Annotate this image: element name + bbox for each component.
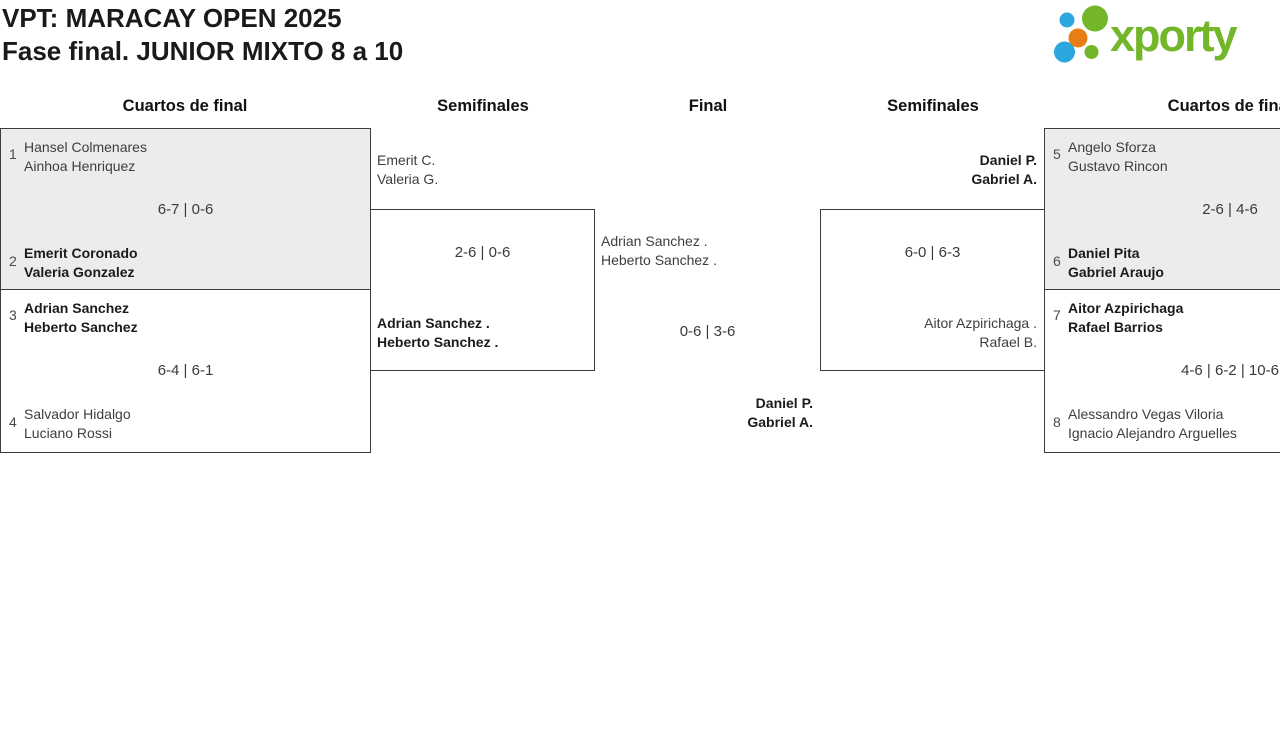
logo-dot-green-large <box>1082 5 1108 32</box>
team-name-pair: Angelo Sforza Gustavo Rincon <box>1068 138 1168 176</box>
seed-number: 2 <box>9 253 17 269</box>
match-box-sf2: 6-0 | 6-3 Aitor Azpirichaga . Rafael B. <box>820 209 1045 371</box>
player-name: Aitor Azpirichaga . <box>924 315 1037 331</box>
xporty-logo[interactable]: xporty <box>1046 4 1278 70</box>
match-box-qf3: 5 Angelo Sforza Gustavo Rincon 2-6 | 4-6… <box>1044 128 1280 290</box>
final-entrant-left: Adrian Sanchez . Heberto Sanchez . <box>601 232 717 270</box>
seed-number: 4 <box>9 414 17 430</box>
logo-dots-icon <box>1054 5 1108 63</box>
team-name-pair: Alessandro Vegas Viloria Ignacio Alejand… <box>1068 405 1237 443</box>
team-name-pair-winner: Adrian Sanchez Heberto Sanchez <box>24 299 138 337</box>
player-name: Gustavo Rincon <box>1068 158 1168 174</box>
match-box-sf1: 2-6 | 0-6 Adrian Sanchez . Heberto Sanch… <box>370 209 595 371</box>
player-name: Ainhoa Henriquez <box>24 158 136 174</box>
player-name: Gabriel A. <box>971 171 1037 187</box>
round-header-qf-right: Cuartos de final <box>1167 97 1280 115</box>
logo-dot-blue-large <box>1054 41 1075 63</box>
match-score: 2-6 | 4-6 <box>1202 201 1258 218</box>
tournament-title: VPT: MARACAY OPEN 2025 <box>2 3 342 33</box>
player-name: Gabriel Araujo <box>1068 264 1164 280</box>
player-name: Daniel Pita <box>1068 245 1140 261</box>
team-name-pair-winner: Daniel Pita Gabriel Araujo <box>1068 244 1164 282</box>
team-name-pair: Salvador Hidalgo Luciano Rossi <box>24 405 131 443</box>
player-name: Adrian Sanchez . <box>377 315 490 331</box>
round-header-sf-left: Semifinales <box>437 97 529 115</box>
round-header-sf-right: Semifinales <box>887 97 979 115</box>
player-name: Aitor Azpirichaga <box>1068 300 1184 316</box>
player-name: Hansel Colmenares <box>24 139 147 155</box>
player-name: Heberto Sanchez <box>24 319 138 335</box>
logo-dot-green-small <box>1084 45 1099 59</box>
sf-left-entrant: Emerit C. Valeria G. <box>377 151 438 189</box>
page-title: VPT: MARACAY OPEN 2025 Fase final. JUNIO… <box>2 2 403 68</box>
match-box-qf4: 7 Aitor Azpirichaga Rafael Barrios 4-6 |… <box>1044 289 1280 453</box>
match-score: 4-6 | 6-2 | 10-6 <box>1181 362 1279 379</box>
final-score: 0-6 | 3-6 <box>679 323 736 340</box>
team-name-pair-winner: Adrian Sanchez . Heberto Sanchez . <box>377 314 498 352</box>
seed-number: 3 <box>9 307 17 323</box>
logo-dot-orange <box>1068 28 1088 48</box>
seed-number: 5 <box>1053 146 1061 162</box>
team-name-pair-winner: Aitor Azpirichaga Rafael Barrios <box>1068 299 1183 337</box>
seed-number: 8 <box>1053 414 1061 430</box>
player-name: Angelo Sforza <box>1068 139 1156 155</box>
team-name-pair-winner: Emerit Coronado Valeria Gonzalez <box>24 244 138 282</box>
seed-number: 6 <box>1053 253 1061 269</box>
match-score: 6-0 | 6-3 <box>904 244 961 261</box>
round-header-qf-left: Cuartos de final <box>122 97 248 115</box>
player-name: Valeria G. <box>377 171 439 187</box>
team-name-pair: Aitor Azpirichaga . Rafael B. <box>821 314 1037 352</box>
player-name: Valeria Gonzalez <box>24 264 135 280</box>
team-name-pair: Hansel Colmenares Ainhoa Henriquez <box>24 138 147 176</box>
round-header-final: Final <box>688 97 728 115</box>
match-box-qf1: 1 Hansel Colmenares Ainhoa Henriquez 6-7… <box>0 128 371 290</box>
player-name: Emerit C. <box>377 152 436 168</box>
seed-number: 1 <box>9 146 17 162</box>
seed-number: 7 <box>1053 307 1061 323</box>
player-name: Emerit Coronado <box>24 245 138 261</box>
player-name: Gabriel A. <box>747 414 813 430</box>
sf-right-winner: Daniel P. Gabriel A. <box>820 151 1037 189</box>
player-name: Alessandro Vegas Viloria <box>1068 406 1224 422</box>
player-name: Adrian Sanchez . <box>601 233 708 249</box>
logo-dot-blue-small <box>1059 12 1075 28</box>
player-name: Ignacio Alejandro Arguelles <box>1068 425 1237 441</box>
player-name: Daniel P. <box>979 152 1037 168</box>
player-name: Heberto Sanchez . <box>377 334 499 350</box>
player-name: Rafael B. <box>979 334 1037 350</box>
final-winner: Daniel P. Gabriel A. <box>595 394 813 432</box>
player-name: Heberto Sanchez . <box>601 252 717 268</box>
player-name: Daniel P. <box>755 395 813 411</box>
logo-wordmark: xporty <box>1110 10 1238 61</box>
player-name: Luciano Rossi <box>24 425 112 441</box>
player-name: Adrian Sanchez <box>24 300 130 316</box>
match-score: 2-6 | 0-6 <box>454 244 511 261</box>
player-name: Rafael Barrios <box>1068 319 1163 335</box>
player-name: Salvador Hidalgo <box>24 406 131 422</box>
match-box-qf2: 3 Adrian Sanchez Heberto Sanchez 6-4 | 6… <box>0 289 371 453</box>
match-score: 6-7 | 0-6 <box>157 201 214 218</box>
match-score: 6-4 | 6-1 <box>157 362 214 379</box>
bracket-subtitle: Fase final. JUNIOR MIXTO 8 a 10 <box>2 36 404 66</box>
